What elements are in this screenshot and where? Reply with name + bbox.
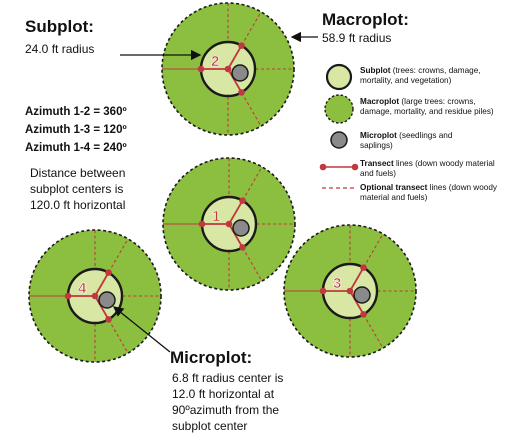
plot-number-3: 3 [333,275,341,292]
transect-end-1-1 [239,197,246,204]
legend-optional-term: Optional transect [360,183,428,192]
subplot-center-1 [225,220,233,228]
distance-line-3: 120.0 ft horizontal [30,198,126,212]
legend-macroplot-desc: (large trees: crowns, damage, mortality,… [360,97,494,117]
transect-line-1-2 [228,223,244,248]
azimuth-1-2: Azimuth 1-2 = 360º [25,106,127,118]
transect-line-2-2 [227,68,243,93]
legend-transect-desc: lines (down woody material and fuels) [360,159,495,179]
microplot-line-2: 12.0 ft horizontal at [172,387,275,401]
macroplot-radius: 58.9 ft radius [322,31,392,45]
microplot-circle-3 [353,286,371,304]
legend-microplot-swatch [330,131,348,149]
transect-line-4-2 [94,295,110,320]
transect-end-4-1 [105,269,112,276]
legend-transect-end-left [319,163,327,171]
transect-line-3-2 [349,290,365,315]
transect-end-2-2 [238,89,245,96]
plots-layer: 2 1 4 3 [28,2,417,363]
microplot-line-1: 6.8 ft radius center is [172,371,284,385]
plot-number-4: 4 [78,280,87,297]
legend-macroplot-swatch [324,94,354,124]
transect-end-2-3 [197,65,205,73]
transect-end-3-1 [360,264,367,271]
plot-3: 3 [283,224,417,358]
transect-end-3-3 [319,287,327,295]
microplot-pointer-arrow [112,306,171,353]
transect-end-4-2 [105,316,112,323]
legend-transect-end-right [351,163,359,171]
plot-4: 4 [28,229,162,363]
microplot-circle-4 [98,291,116,309]
transect-end-3-2 [360,311,367,318]
microplot-title: Microplot: [170,348,253,367]
subplot-title: Subplot: [25,17,94,36]
legend-subplot-text: Subplot (trees: crowns, damage, mortalit… [360,66,504,87]
distance-line-2: subplot centers is [30,182,124,196]
transect-end-2-1 [238,42,245,49]
transect-line-1-1 [228,200,244,225]
legend-transect-term: Transect [360,159,394,168]
microplot-line-3: 90ºazimuth from the [172,403,280,417]
macroplot-title: Macroplot: [322,10,409,29]
subplot-center-4 [91,292,99,300]
legend-optional-text: Optional transect lines (down woody mate… [360,183,506,204]
legend-microplot-term: Microplot [360,131,397,140]
microplot-line-4: subplot center [172,419,248,433]
transect-end-4-3 [64,292,72,300]
plot-number-1: 1 [212,208,220,225]
legend-macroplot-text: Macroplot (large trees: crowns, damage, … [360,97,506,118]
microplot-circle-2 [231,64,249,82]
transect-line-3-1 [349,267,365,292]
legend-microplot-desc: (seedlings and saplings) [360,131,453,151]
legend-subplot-swatch [325,63,353,91]
subplot-center-2 [224,65,232,73]
plot-2: 2 [161,2,295,136]
legend-macroplot-term: Macroplot [360,97,400,106]
legend-subplot-term: Subplot [360,66,391,75]
transect-end-1-3 [198,220,206,228]
legend-optional-desc: lines (down woody material and fuels) [360,183,497,203]
subplot-center-3 [346,287,354,295]
subplot-radius: 24.0 ft radius [25,42,95,56]
microplot-circle-1 [232,219,250,237]
plot-1: 1 [162,157,296,291]
legend-subplot-desc: (trees: crowns, damage, mortality, and v… [360,66,481,86]
transect-line-2-1 [227,45,243,70]
azimuth-1-3: Azimuth 1-3 = 120º [25,124,127,136]
azimuth-1-4: Azimuth 1-4 = 240º [25,142,127,154]
legend-microplot-text: Microplot (seedlings and saplings) [360,131,480,152]
transect-line-4-1 [94,272,110,297]
transect-end-1-2 [239,244,246,251]
distance-line-1: Distance between [30,166,126,180]
legend-transect-text: Transect lines (down woody material and … [360,159,502,180]
legend-graphics [319,63,359,189]
plot-number-2: 2 [211,53,219,70]
